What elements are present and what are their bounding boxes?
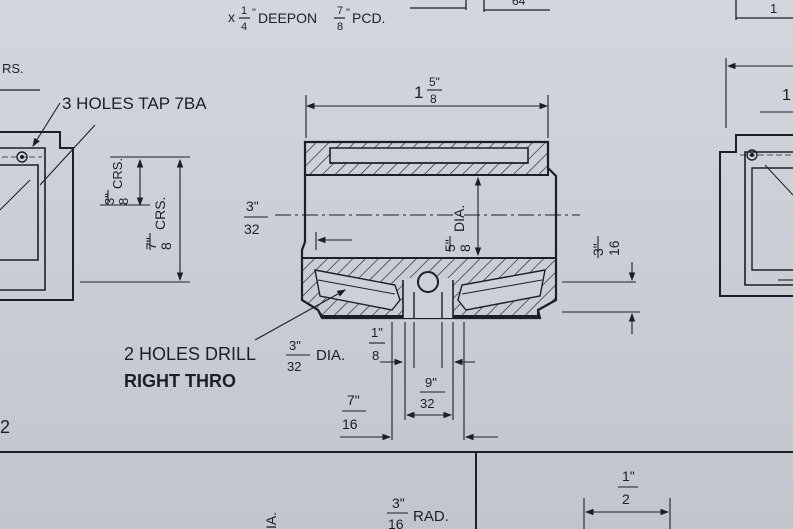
header-unit: ": [252, 7, 256, 19]
drill-den: 32: [287, 359, 301, 374]
crs1-den: 8: [116, 198, 131, 205]
drill-note-2: RIGHT THRO: [124, 371, 236, 391]
section-view: 1 5" 8 3" 32: [124, 75, 640, 441]
width-num: 5": [429, 75, 440, 89]
header-x: x: [228, 9, 235, 25]
drill-num: 3": [289, 338, 301, 353]
tap-note: 3 HOLES TAP 7BA: [62, 94, 207, 113]
dim-b-den: 32: [420, 396, 434, 411]
crs-partial-label: RS.: [2, 61, 24, 76]
header-pcd-unit: ": [346, 7, 350, 19]
header-num: 1: [241, 5, 247, 17]
header-pcd-num: 7: [337, 5, 343, 17]
width-whole: 1: [414, 83, 423, 102]
margin-number: 2: [0, 417, 10, 437]
dim-a-num: 1": [371, 325, 383, 340]
dia-label: DIA.: [451, 205, 467, 232]
rad-den: 16: [388, 516, 404, 529]
dim-c-num: 7": [347, 392, 360, 408]
header-pcd: PCD.: [352, 10, 385, 26]
width-den: 8: [430, 92, 437, 106]
right-partial-num: 1: [782, 87, 791, 104]
header-corner-num: 1: [770, 1, 777, 16]
rad-label: RAD.: [413, 508, 449, 525]
header-note: x 1 4 " DEEPON 7 8 " PCD. 64 1: [228, 0, 793, 33]
header-pcd-den: 8: [337, 21, 343, 33]
header-deepon: DEEPON: [258, 10, 317, 26]
left-partial-view: RS. 3 HOLES TAP 7BA 3" 8 CRS. 7" 8 CRS. …: [0, 61, 207, 437]
dim-a-den: 8: [372, 348, 379, 363]
half-den: 2: [622, 491, 630, 507]
header-den: 4: [241, 21, 247, 33]
rad-num: 3": [392, 495, 405, 511]
crs2-den: 8: [158, 242, 174, 250]
dim-c-den: 16: [342, 416, 358, 432]
right-partial-view: 1: [719, 58, 793, 297]
crs1-label: CRS.: [110, 158, 125, 189]
crs2-label: CRS.: [152, 197, 168, 230]
crs2-num: 7": [143, 237, 159, 250]
left-dim-den: 32: [244, 221, 260, 237]
drill-note-1: 2 HOLES DRILL: [124, 344, 256, 364]
dim-b-num: 9": [425, 375, 437, 390]
left-dim-num: 3": [246, 198, 259, 214]
bottom-strip: IA. 3" 16 RAD. 1" 2: [0, 451, 793, 529]
header-corner-num2: 64: [512, 0, 526, 8]
half-num: 1": [622, 468, 635, 484]
drill-dia: DIA.: [316, 347, 345, 364]
bottom-ia-text: IA.: [263, 512, 279, 529]
crs1-num: 3": [102, 193, 117, 205]
right-dim-den: 16: [606, 240, 622, 256]
dia-den: 8: [457, 244, 473, 252]
